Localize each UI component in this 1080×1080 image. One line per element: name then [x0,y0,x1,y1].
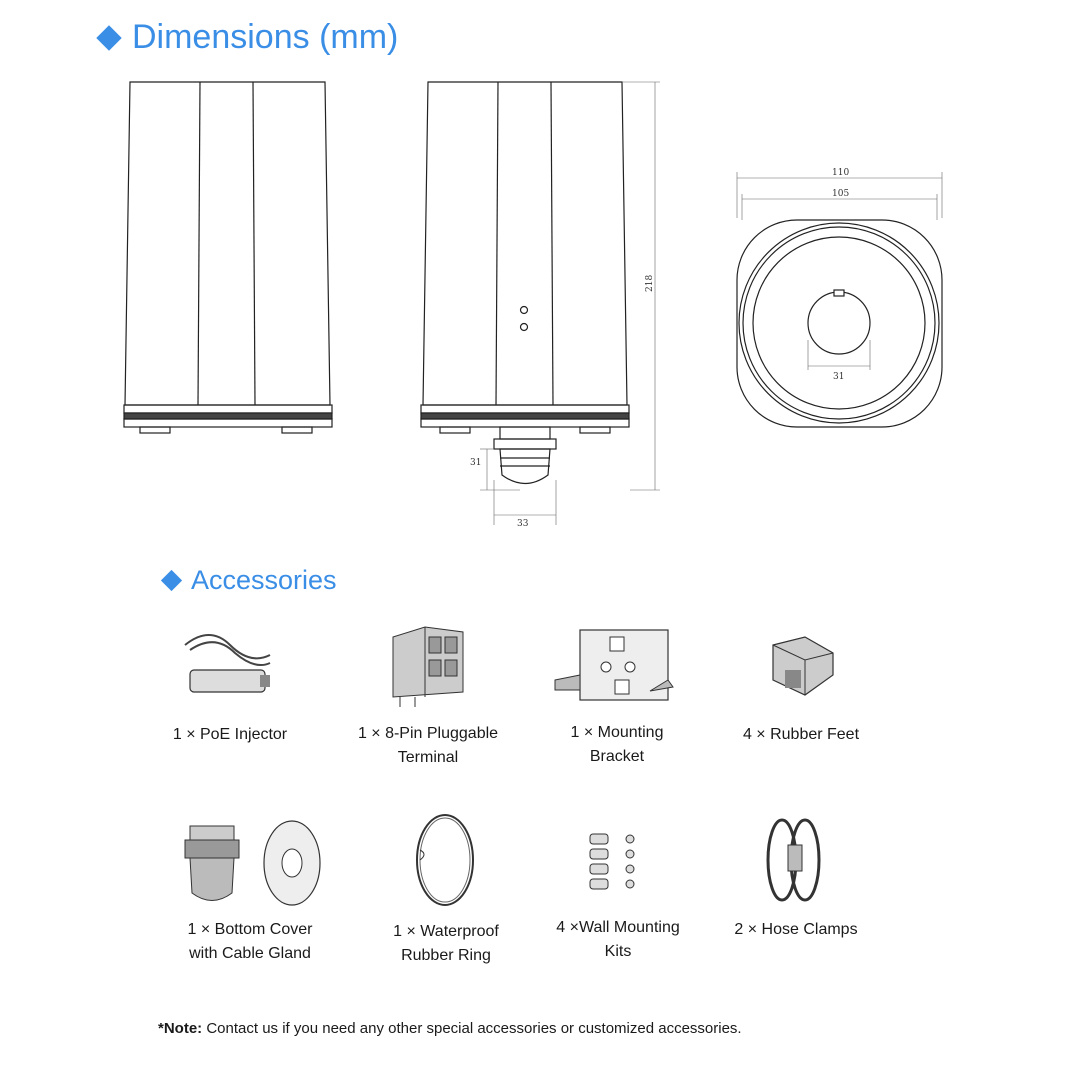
accessories-heading: Accessories [160,565,337,596]
note-body: Contact us if you need any other special… [202,1020,742,1037]
accessories-title: Accessories [191,565,337,595]
poe-injector-image [184,634,271,693]
dimensions-title: Dimensions (mm) [132,18,399,56]
rubber-foot-image [772,636,834,696]
wall-mounting-kits-image [589,833,635,890]
outer-width-label: 110 [832,168,849,178]
mounting-bracket-image [554,629,674,701]
rubber-ring-image [416,814,474,906]
inner-width-label: 105 [832,189,849,199]
front-view-drawing [123,81,333,434]
top-view-drawing [736,172,943,428]
side-view-drawing [420,81,660,525]
accessory-label-hose-clamps: 2 × Hose Clamps [734,921,858,938]
accessory-label-rubber-feet: 4 × Rubber Feet [742,726,860,743]
gland-height-label: 31 [470,458,481,468]
accessory-label-wall-mounting-kits: 4 ×Wall Mounting Kits [556,919,680,960]
height-label: 218 [645,275,655,292]
accessory-label-mounting-bracket: 1 × Mounting Bracket [570,724,664,765]
accessory-label-poe-injector: 1 × PoE Injector [172,726,288,743]
hole-diameter-label: 31 [833,372,844,382]
diamond-bullet-icon [160,569,183,592]
accessory-label-terminal: 1 × 8-Pin Pluggable Terminal [357,725,499,766]
note-prefix: *Note: [158,1020,203,1037]
dimension-drawings: 218 31 33 110 105 31 [123,81,943,529]
dimensions-heading: Dimensions (mm) [96,18,399,57]
hose-clamps-image [766,818,821,902]
accessory-label-rubber-ring: 1 × Waterproof Rubber Ring [393,923,499,964]
accessory-label-bottom-cover: 1 × Bottom Cover with Cable Gland [187,921,313,962]
terminal-block-image [392,626,464,707]
gland-width-label: 33 [517,519,529,529]
bottom-cover-cable-gland-image [184,820,321,906]
note-text: *Note: Contact us if you need any other … [158,1020,742,1037]
